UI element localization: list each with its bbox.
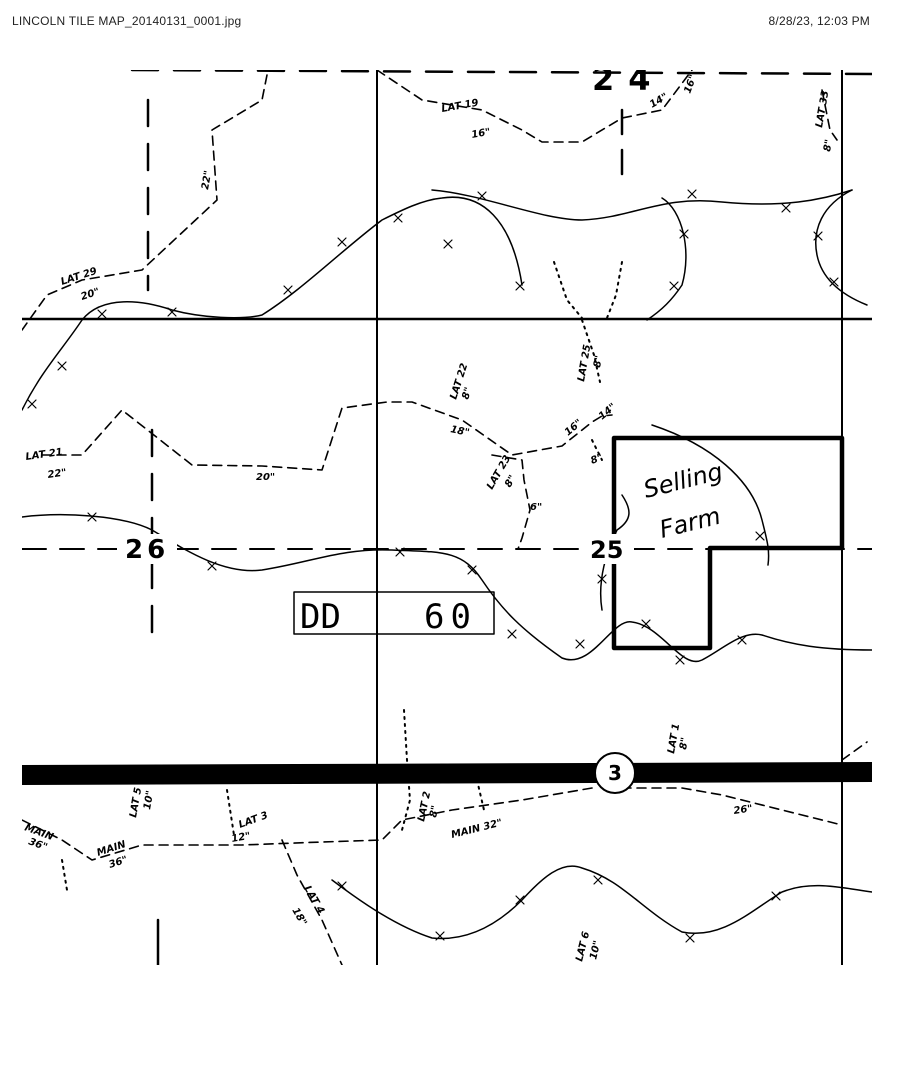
tile-label: 20" [256,472,275,483]
filename-label: LINCOLN TILE MAP_20140131_0001.jpg [12,14,242,28]
tile-label: 8" [460,386,474,401]
highway [22,762,872,785]
tile-label: 12" [231,831,252,845]
tile-label: 16" [471,127,492,141]
tile-label: MAIN 32" [450,818,503,841]
tile-label: 8" [428,804,441,818]
selling-farm-label-line2: Farm [657,502,724,544]
tile-label: 6" [530,502,542,513]
section-number-24: 24 [592,70,665,98]
tile-lines [22,70,868,965]
section-number-25: 25 [590,536,623,564]
tile-label: 16" [563,418,585,439]
selling-farm-label-line1: Selling [641,457,726,504]
tile-label: 8" [592,355,605,369]
selling-farm-outline [611,435,845,651]
dd-label-prefix: DD [300,597,341,637]
tile-label: LAT 19 [441,98,480,115]
tile-label: 14" [597,402,619,423]
highway-marker: 3 [594,752,636,794]
tile-label: 10" [588,939,603,960]
tile-label: LAT 5 [128,787,144,819]
tile-label: 8" [503,473,519,489]
tile-label: 22" [47,467,67,481]
tile-label: 16" [682,73,699,95]
tile-label: LAT 21 [25,447,64,463]
tile-label: LAT 25 [576,344,593,383]
tile-label: 10" [142,790,156,811]
highway-marker-number: 3 [608,761,622,785]
tile-label: LAT 29 [60,266,99,288]
tile-label: 20" [80,286,102,302]
tile-map: 3 24 26 25 DD 60 Selling Farm LAT 19 16"… [22,70,872,965]
dd-label-box [293,591,495,635]
tile-label: 18" [289,906,308,928]
tile-label: LAT 4 [301,884,326,916]
tile-map-drawing: 3 24 26 25 DD 60 Selling Farm LAT 19 16"… [22,70,872,965]
tile-label: 26" [733,803,753,817]
fence-marks [27,189,839,943]
dotted-lines [61,261,623,891]
tile-label: LAT 1 [666,723,682,755]
tile-label: 36" [108,854,130,870]
tile-label: 22" [200,170,214,191]
print-datetime: 8/28/23, 12:03 PM [768,14,870,28]
tile-label: 18" [449,424,470,439]
tile-label: 8" [678,737,691,751]
tile-label: 8" [589,452,604,466]
dd-label-number: 60 [424,597,477,637]
tile-label: LAT 3 [237,810,269,831]
tile-label: 8" [822,139,835,153]
section-number-26: 26 [125,535,169,565]
